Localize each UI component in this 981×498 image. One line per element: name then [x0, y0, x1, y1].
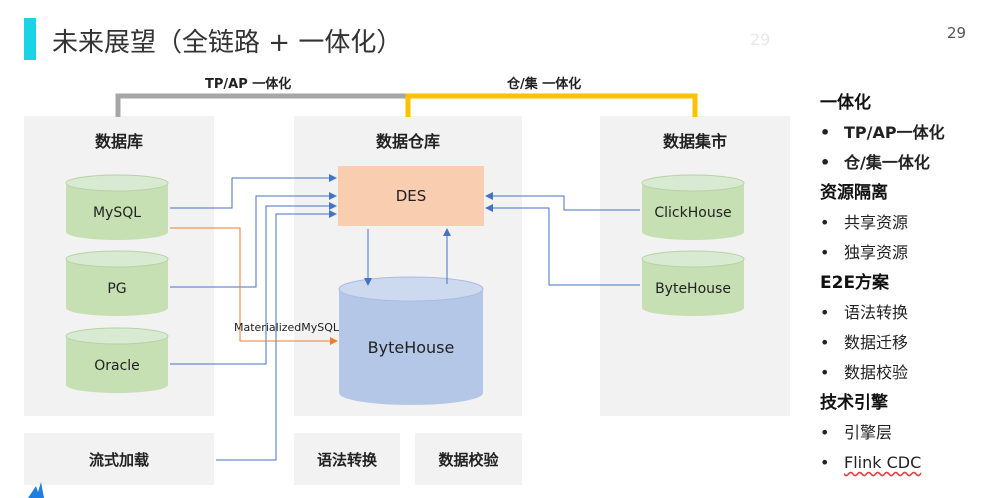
- syntax-conversion-box: 语法转换: [294, 433, 400, 485]
- des-box: DES: [338, 166, 484, 226]
- mart-bytehouse-label: ByteHouse: [655, 281, 731, 297]
- bullet-icon: •: [820, 423, 830, 442]
- page-number: 29: [947, 24, 967, 42]
- sidebar-heading-e2e: E2E方案: [820, 273, 890, 293]
- arrow-mysql-to-des: [170, 174, 337, 209]
- bullet-icon: •: [820, 123, 831, 142]
- tp-ap-bracket-label: TP/AP 一体化: [205, 77, 292, 92]
- page-number-ghost: 29: [750, 30, 771, 49]
- arrow-materialized-mysql: [170, 227, 338, 345]
- mysql-cylinder: [65, 174, 169, 240]
- oracle-label: Oracle: [94, 358, 140, 374]
- arrow-streaming-to-des: [216, 210, 337, 461]
- sidebar-item-engine-layer: •引擎层: [820, 418, 980, 448]
- warehouse-bytehouse-label: ByteHouse: [367, 338, 455, 357]
- tp-ap-bracket: [115, 93, 411, 117]
- sidebar-item-warehouse-mart: •仓/集一体化: [820, 148, 980, 178]
- streaming-load-box: 流式加载: [24, 433, 214, 485]
- bullet-icon: •: [820, 333, 830, 352]
- sidebar-outline: 一体化 •TP/AP一体化 •仓/集一体化 资源隔离 •共享资源 •独享资源 E…: [820, 88, 980, 478]
- warehouse-mart-bracket: [405, 93, 698, 117]
- logo-mark: [28, 482, 44, 498]
- bullet-icon: •: [820, 303, 830, 322]
- materialized-mysql-label: MaterializedMySQL: [234, 321, 340, 334]
- clickhouse-label: ClickHouse: [654, 205, 732, 221]
- mart-bytehouse-cylinder: [641, 250, 745, 316]
- pg-cylinder: [65, 250, 169, 316]
- sidebar-item-dedicated: •独享资源: [820, 238, 980, 268]
- bullet-icon: •: [820, 213, 830, 232]
- bullet-icon: •: [820, 153, 831, 172]
- pg-label: PG: [107, 281, 127, 297]
- warehouse-panel-title: 数据仓库: [375, 132, 440, 151]
- mysql-label: MySQL: [92, 205, 142, 221]
- database-panel-title: 数据库: [94, 132, 143, 151]
- sidebar-heading-integration: 一体化: [820, 93, 871, 113]
- sidebar-item-syntax: •语法转换: [820, 298, 980, 328]
- bullet-icon: •: [820, 363, 830, 382]
- oracle-cylinder: [65, 327, 169, 393]
- sidebar-item-shared: •共享资源: [820, 208, 980, 238]
- arrow-pg-to-des: [170, 192, 337, 288]
- arrow-clickhouse-to-des: [485, 192, 640, 211]
- bullet-icon: •: [820, 243, 830, 262]
- mart-panel-title: 数据集市: [662, 132, 727, 151]
- sidebar-heading-isolation: 资源隔离: [820, 183, 888, 203]
- sidebar-item-validation: •数据校验: [820, 358, 980, 388]
- warehouse-mart-bracket-label: 仓/集 一体化: [507, 77, 582, 92]
- arrow-mart-bytehouse-to-des: [485, 204, 640, 286]
- clickhouse-cylinder: [641, 174, 745, 240]
- arrow-oracle-to-des: [170, 202, 337, 365]
- sidebar-item-tp-ap: •TP/AP一体化: [820, 118, 980, 148]
- data-validation-box: 数据校验: [415, 433, 522, 485]
- sidebar-item-migration: •数据迁移: [820, 328, 980, 358]
- sidebar-item-flink-cdc: •Flink CDC: [820, 448, 980, 478]
- title-accent-bar: [24, 18, 36, 60]
- page-title: 未来展望（全链路 + 一体化）: [52, 28, 403, 58]
- bullet-icon: •: [820, 453, 830, 472]
- sidebar-heading-engine: 技术引擎: [820, 393, 888, 413]
